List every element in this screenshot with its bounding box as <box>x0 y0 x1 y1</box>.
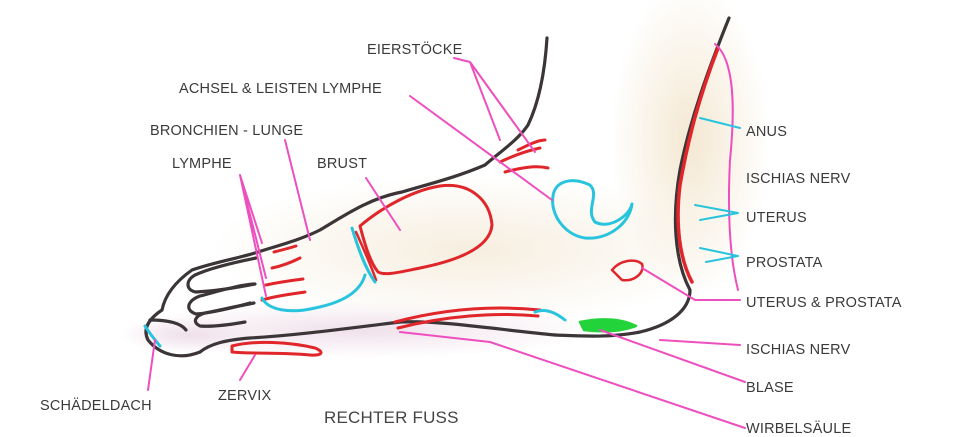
label-schaedeldach: SCHÄDELDACH <box>40 397 152 414</box>
label-anus: ANUS <box>746 124 787 140</box>
label-ischias-nerv-bottom: ISCHIAS NERV <box>746 342 851 358</box>
label-prostata: PROSTATA <box>746 255 823 271</box>
label-zervix: ZERVIX <box>218 388 271 404</box>
label-brust: BRUST <box>317 156 367 172</box>
label-lymphe: LYMPHE <box>172 156 232 172</box>
label-ischias-nerv-top: ISCHIAS NERV <box>746 171 851 187</box>
label-bronchien-lunge: BRONCHIEN - LUNGE <box>150 123 303 139</box>
label-uterus-prostata: UTERUS & PROSTATA <box>746 295 902 311</box>
label-eierstoecke: EIERSTÖCKE <box>367 40 463 58</box>
label-wirbelsaeule: WIRBELSÄULE <box>746 420 851 437</box>
label-uterus: UTERUS <box>746 210 807 226</box>
label-blase: BLASE <box>746 380 794 396</box>
blase-zone <box>580 319 636 331</box>
label-achsel-leisten-lymphe: ACHSEL & LEISTEN LYMPHE <box>179 81 382 97</box>
diagram-title: RECHTER FUSS <box>324 408 459 427</box>
